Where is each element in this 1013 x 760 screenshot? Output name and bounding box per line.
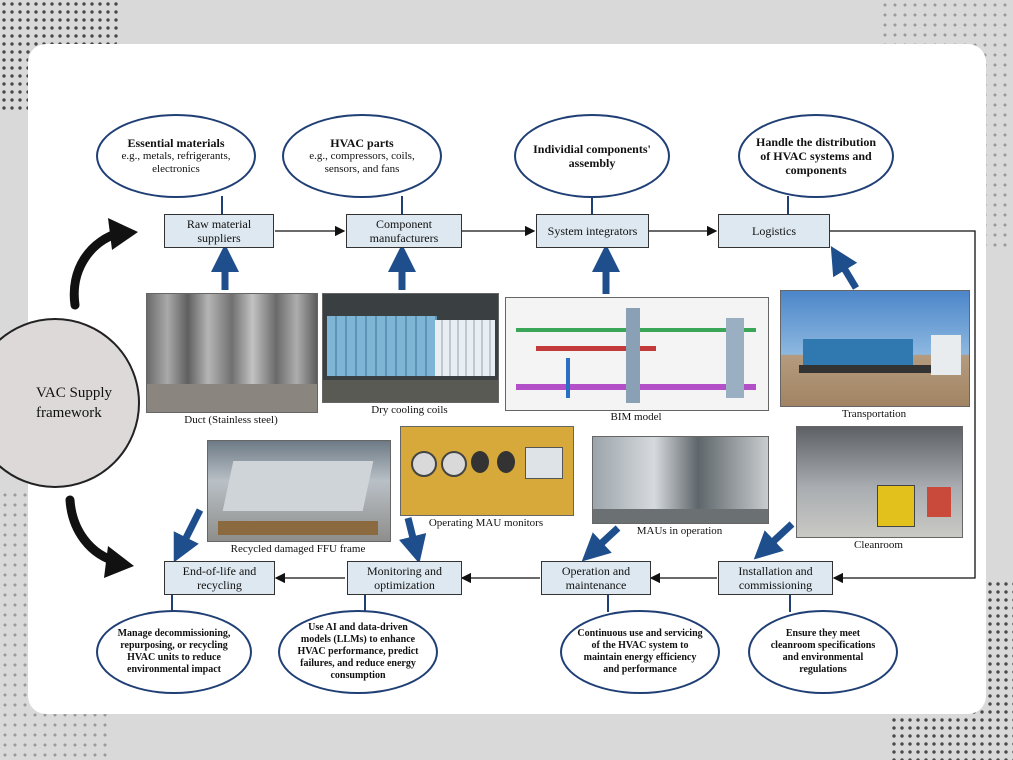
bubble-distribution: Handle the distribution of HVAC systems … <box>738 114 894 198</box>
caption-bim-model: BIM model <box>610 411 662 423</box>
photo-recycled-ffu-frame <box>207 440 391 542</box>
blue-arrow-cleanroom <box>753 521 795 560</box>
bubble-title: Continuous use and servicing of the HVAC… <box>577 628 703 675</box>
caption-recycled-ffu-frame: Recycled damaged FFU frame <box>230 543 366 555</box>
bubble-title: Use AI and data-driven models (LLMs) to … <box>297 622 419 681</box>
stage-label: Operation and maintenance <box>561 564 631 592</box>
photo-transportation <box>780 290 970 407</box>
connector-log-to-install <box>830 230 976 584</box>
bubble-hvac-parts: HVAC parts e.g., compressors, coils, sen… <box>282 114 442 198</box>
framework-circle: VAC Supply framework <box>0 318 140 488</box>
caption-maus-in-operation: MAUs in operation <box>636 525 723 537</box>
stage-installation-and-commissioning: Installation and commissioning <box>718 561 833 595</box>
bubble-decommissioning: Manage decommissioning, repurposing, or … <box>96 610 252 694</box>
curved-arrow-down-head <box>104 546 134 578</box>
photo-cleanroom <box>796 426 963 538</box>
photo-operating-mau-monitors <box>400 426 574 516</box>
curved-arrow-up-head <box>108 218 138 250</box>
blue-arrow-ffu <box>173 508 204 563</box>
caption-operating-mau-monitors: Operating MAU monitors <box>428 517 544 529</box>
bubble-subtitle: e.g., compressors, coils, sensors, and f… <box>309 150 415 175</box>
stage-component-manufacturers: Component manufacturers <box>346 214 462 248</box>
blue-arrow-transport <box>830 245 860 290</box>
stage-monitoring-and-optimization: Monitoring and optimization <box>347 561 462 595</box>
stage-system-integrators: System integrators <box>536 214 649 248</box>
stage-logistics: Logistics <box>718 214 830 248</box>
caption-transportation: Transportation <box>841 408 907 420</box>
stage-label: Installation and commissioning <box>738 564 813 592</box>
bubble-title: Individial components' assembly <box>533 142 651 170</box>
stage-label: Component manufacturers <box>369 217 439 245</box>
photo-bim-model <box>505 297 769 411</box>
bubble-title: Manage decommissioning, repurposing, or … <box>117 628 231 675</box>
bubble-component-assembly: Individial components' assembly <box>514 114 670 198</box>
bubble-essential-materials: Essential materials e.g., metals, refrig… <box>96 114 256 198</box>
photo-maus-in-operation <box>592 436 769 524</box>
bubble-continuous-servicing: Continuous use and servicing of the HVAC… <box>560 610 720 694</box>
stage-label: Logistics <box>752 224 796 238</box>
caption-duct: Duct (Stainless steel) <box>184 414 278 426</box>
blue-arrow-mau-monitor <box>399 517 427 564</box>
bubble-subtitle: e.g., metals, refrigerants, electronics <box>121 150 231 175</box>
bubble-title: Ensure they meet cleanroom specification… <box>770 628 876 675</box>
stage-operation-and-maintenance: Operation and maintenance <box>541 561 651 595</box>
bubble-title: HVAC parts <box>330 136 394 150</box>
bubble-title: Handle the distribution of HVAC systems … <box>755 135 877 177</box>
bubble-ai-monitoring: Use AI and data-driven models (LLMs) to … <box>278 610 438 694</box>
bubble-title: Essential materials <box>127 136 225 150</box>
blue-arrow-mau-operation <box>581 525 621 562</box>
caption-dry-cooling-coils: Dry cooling coils <box>371 404 448 416</box>
caption-cleanroom: Cleanroom <box>854 539 903 551</box>
photo-duct <box>146 293 318 413</box>
bubble-cleanroom-specs: Ensure they meet cleanroom specification… <box>748 610 898 694</box>
stage-label: System integrators <box>547 224 638 238</box>
stage-label: End-of-life and recycling <box>182 564 257 592</box>
stage-end-of-life-and-recycling: End-of-life and recycling <box>164 561 275 595</box>
photo-dry-cooling-coils <box>322 293 499 403</box>
stage-label: Raw material suppliers <box>186 217 252 245</box>
stage-label: Monitoring and optimization <box>367 564 442 592</box>
stage-raw-material-suppliers: Raw material suppliers <box>164 214 274 248</box>
framework-label: VAC Supply framework <box>36 385 112 421</box>
